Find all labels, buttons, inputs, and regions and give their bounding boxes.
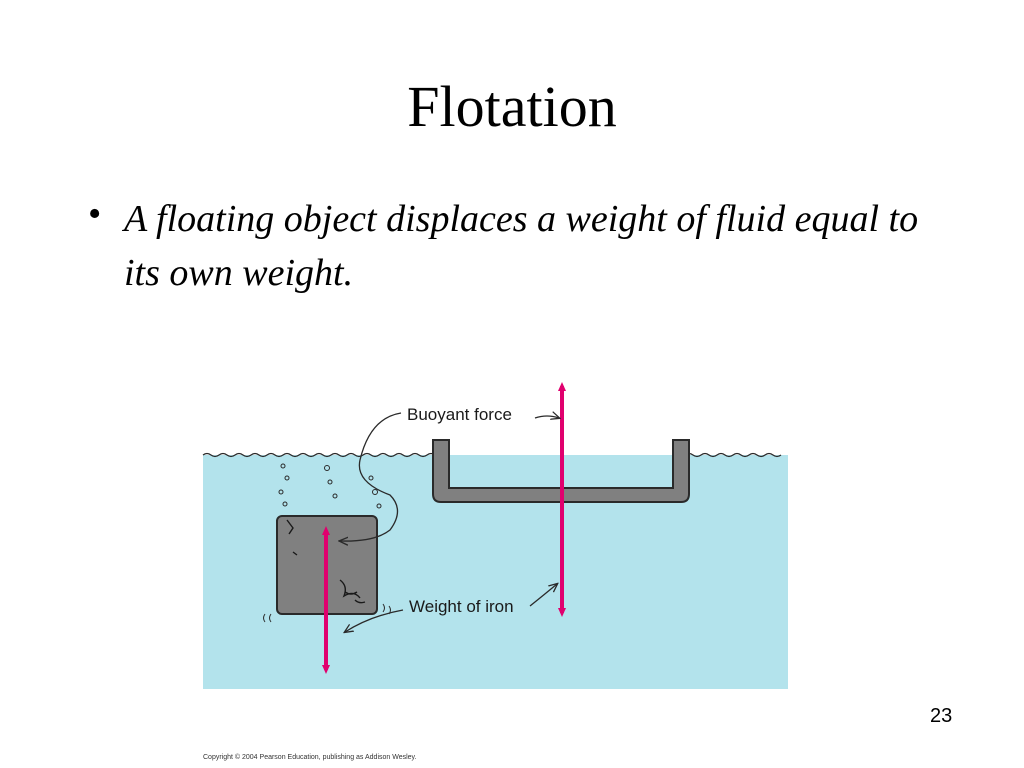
buoyant-force-label: Buoyant force [407, 405, 512, 424]
weight-leader-right [529, 584, 557, 607]
bubbles [278, 463, 382, 509]
iron-block-scribble [286, 519, 366, 604]
flotation-illustration: Buoyant force Weight of iron [195, 370, 805, 695]
buoyant-leader-right [534, 416, 559, 418]
copyright-notice: Copyright © 2004 Pearson Education, publ… [203, 754, 417, 761]
weight-leader-left [345, 609, 404, 632]
buoyant-leader-curve [340, 412, 402, 541]
page-number: 23 [930, 705, 953, 727]
water-surface-right [684, 452, 782, 458]
weight-of-iron-label: Weight of iron [409, 597, 514, 616]
motion-lines [263, 603, 391, 623]
flotation-diagram [202, 382, 788, 689]
bullet-marker: • [88, 193, 102, 235]
water-surface [202, 452, 444, 458]
slide-title: Flotation [407, 74, 617, 139]
bullet-text: A floating object displaces a weight of … [124, 198, 919, 294]
